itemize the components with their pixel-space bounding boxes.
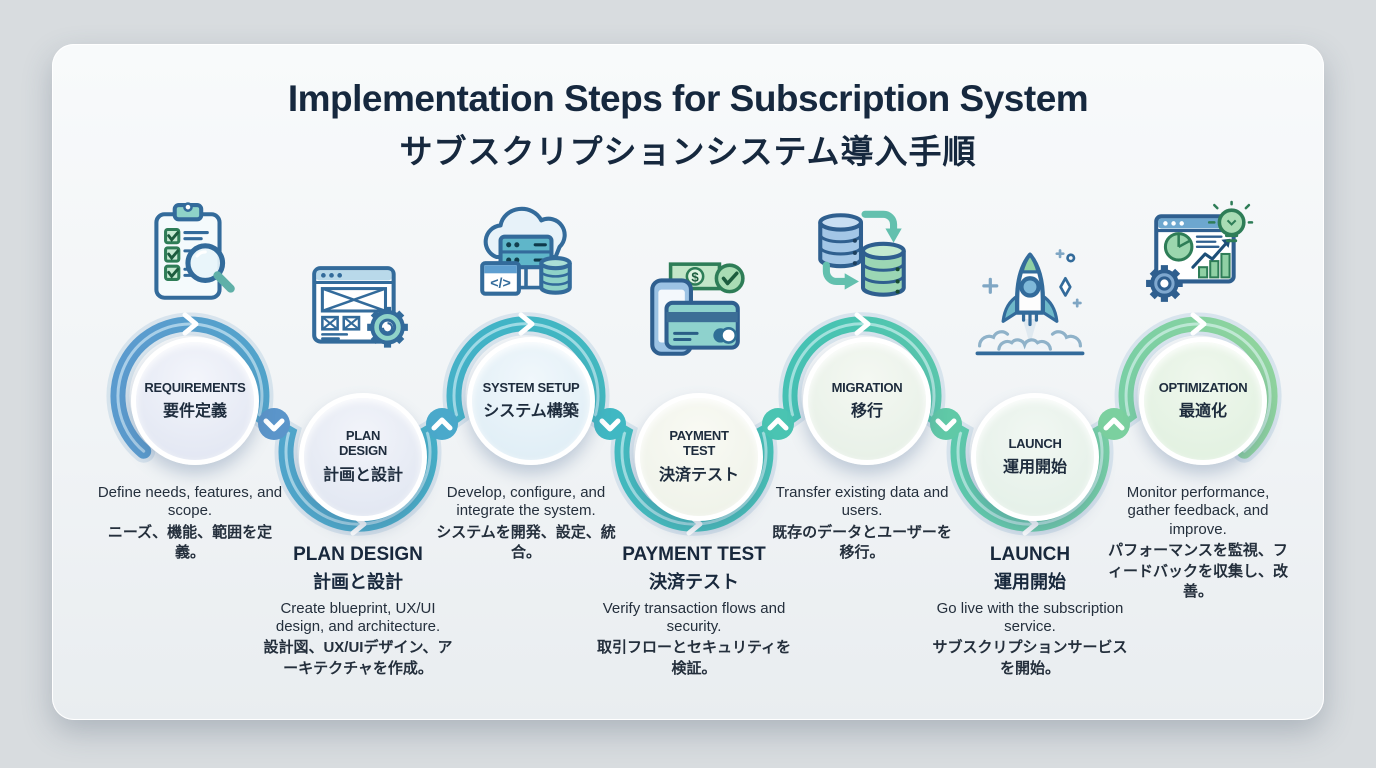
step-6-circle: LAUNCH 運用開始 [971,393,1099,521]
step-1-icon-box [130,194,250,312]
flow-path-highlight [116,322,1272,526]
step-3-description: Develop, configure, and integrate the sy… [433,484,619,564]
step-2-description: PLAN DESIGN 計画と設計 Create blueprint, UX/U… [260,544,456,680]
page-title-en: Implementation Steps for Subscription Sy… [287,78,1089,119]
step-2-desc-en: Create blueprint, UX/UI design, and arch… [275,599,441,636]
infographic-card: Implementation Steps for Subscription Sy… [52,44,1324,720]
step-5-description: Transfer existing data and users. 既存のデータ… [769,484,955,564]
step-1-circle: REQUIREMENTS 要件定義 [131,337,259,465]
page-title-ja: サブスクリプションシステム導入手順 [399,132,977,170]
step-4-desc-en: Verify transaction flows and security. [602,599,786,636]
chevron-up-icon [431,417,453,431]
step-1-description: Define needs, features, and scope. ニーズ、機… [97,484,283,564]
chevron-up-icon [1103,417,1125,431]
clipboard-checklist-magnifier-icon [154,202,235,300]
chevron-right-icon [182,312,199,336]
connector-node-5 [930,408,962,440]
step-2-name-ja: 計画と設計 [322,466,403,484]
chevron-right-icon [854,312,871,336]
connector-node-2 [426,408,458,440]
flow-path-group [106,312,1282,536]
step-6-name-en: LAUNCH [1008,435,1062,451]
step-1-desc-en: Define needs, features, and scope. [97,484,283,520]
step-5-name-en: MIGRATION [831,379,903,395]
step-7-name-ja: 最適化 [1178,403,1227,421]
step-7-icon-box [1138,194,1258,312]
step-6-icon-box [970,244,1090,362]
chevron-right-icon [1190,312,1207,336]
step-5-icon-box [802,194,922,312]
chevron-down-icon [935,418,957,432]
step-6-description: LAUNCH 運用開始 Go live with the subscriptio… [932,544,1128,680]
rocket-launch-icon [975,249,1085,356]
step-2-circle: PLAN DESIGN 計画と設計 [299,393,427,521]
step-7-name-en: OPTIMIZATION [1158,379,1248,395]
step-6-heading-ja: 運用開始 [994,571,1066,592]
step-6-name-ja: 運用開始 [1002,459,1067,477]
step-6-desc-en: Go live with the subscription service. [936,599,1124,636]
step-7-desc-en: Monitor performance, gather feedback, an… [1126,484,1270,538]
step-5-desc-ja: 既存のデータとユーザーを移行。 [772,523,952,562]
step-5-circle: MIGRATION 移行 [803,337,931,465]
step-7-desc-ja: パフォーマンスを監視、フィードバックを収集し、改善。 [1107,541,1288,601]
step-4-desc-ja: 取引フローとセキュリティを検証。 [596,639,792,678]
connector-node-4 [762,408,794,440]
svg-text:</>: </> [490,276,511,292]
connector-node-6 [1098,408,1130,440]
step-1-name-ja: 要件定義 [162,403,227,421]
step-5-desc-en: Transfer existing data and users. [775,484,949,520]
step-2-heading-ja: 計画と設計 [313,571,403,592]
browser-wireframe-gear-icon [312,266,408,348]
step-4-name-en: PAYMENT TEST [669,428,729,458]
connector-nodes [258,408,1130,440]
step-7-description: Monitor performance, gather feedback, an… [1105,484,1291,603]
chevron-up-icon [767,417,789,431]
chevron-down-icon [263,418,285,432]
step-4-heading-ja: 決済テスト [649,571,739,592]
step-7-circle: OPTIMIZATION 最適化 [1139,337,1267,465]
analytics-growth-icon [1146,200,1254,302]
chevron-right-icon [518,312,535,336]
step-3-name-en: SYSTEM SETUP [482,379,580,395]
step-4-icon-box: $ [634,250,754,368]
step-4-description: PAYMENT TEST 決済テスト Verify transaction fl… [596,544,792,680]
step-4-circle: PAYMENT TEST 決済テスト [635,393,763,521]
step-3-name-ja: システム構築 [483,403,579,421]
credit-card-payment-icon: $ [650,262,745,356]
step-3-desc-en: Develop, configure, and integrate the sy… [446,484,606,520]
step-6-heading-en: LAUNCH [989,544,1071,565]
database-migration-icon [818,210,906,297]
connector-node-1 [258,408,290,440]
step-3-desc-ja: システムを開発、設定、統合。 [436,523,616,562]
step-1-name-en: REQUIREMENTS [144,379,246,395]
step-2-name-en: PLAN DESIGN [338,428,388,458]
step-3-icon-box: </> [466,194,586,312]
svg-text:$: $ [691,269,699,284]
step-4-heading-en: PAYMENT TEST [622,544,766,565]
connector-node-3 [594,408,626,440]
step-4-name-ja: 決済テスト [658,466,739,484]
step-5-name-ja: 移行 [850,403,883,421]
step-2-desc-ja: 設計図、UX/UIデザイン、アーキテクチャを作成。 [263,639,453,678]
step-2-icon-box [298,250,418,368]
title-block: Implementation Steps for Subscription Sy… [52,78,1324,173]
step-3-circle: SYSTEM SETUP システム構築 [467,337,595,465]
step-1-desc-ja: ニーズ、機能、範囲を定義。 [107,523,273,562]
chevron-down-icon [599,418,621,432]
cloud-server-icon: </> [480,206,572,296]
step-2-heading-en: PLAN DESIGN [293,544,423,565]
flow-snake [106,312,1282,536]
step-6-desc-ja: サブスクリプションサービスを開始。 [932,639,1128,678]
